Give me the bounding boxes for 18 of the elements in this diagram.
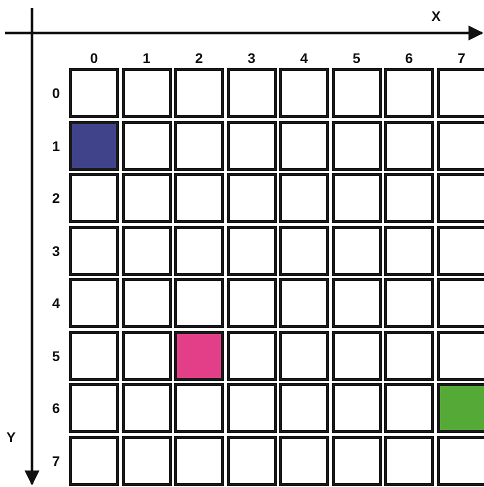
axis-label: X	[430, 8, 442, 24]
column-number: 6	[404, 50, 414, 66]
column-number: 0	[89, 50, 99, 66]
column-number: 5	[352, 50, 362, 66]
column-number: 7	[456, 50, 466, 66]
row-number: 2	[51, 190, 61, 206]
column-number: 4	[299, 50, 309, 66]
column-number: 3	[246, 50, 256, 66]
row-number: 6	[51, 400, 61, 416]
row-number: 1	[51, 138, 61, 154]
column-number: 1	[142, 50, 152, 66]
row-number: 4	[51, 295, 61, 311]
axis-label: Y	[5, 429, 17, 445]
row-number: 0	[51, 85, 61, 101]
row-number: 3	[51, 242, 61, 258]
row-number: 5	[51, 348, 61, 364]
column-number: 2	[194, 50, 204, 66]
row-number: 7	[51, 452, 61, 468]
